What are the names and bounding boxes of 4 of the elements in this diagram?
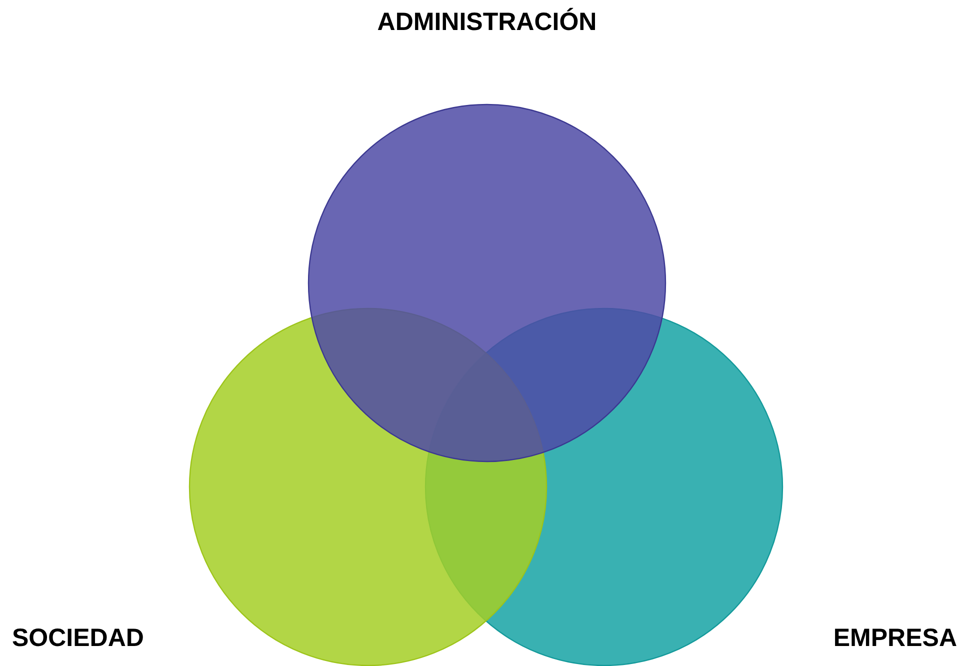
set-label: ADMINISTRACIÓN [377, 8, 597, 37]
venn-circle [308, 104, 666, 462]
set-label: EMPRESA [833, 624, 957, 653]
set-label: SOCIEDAD [12, 624, 144, 653]
